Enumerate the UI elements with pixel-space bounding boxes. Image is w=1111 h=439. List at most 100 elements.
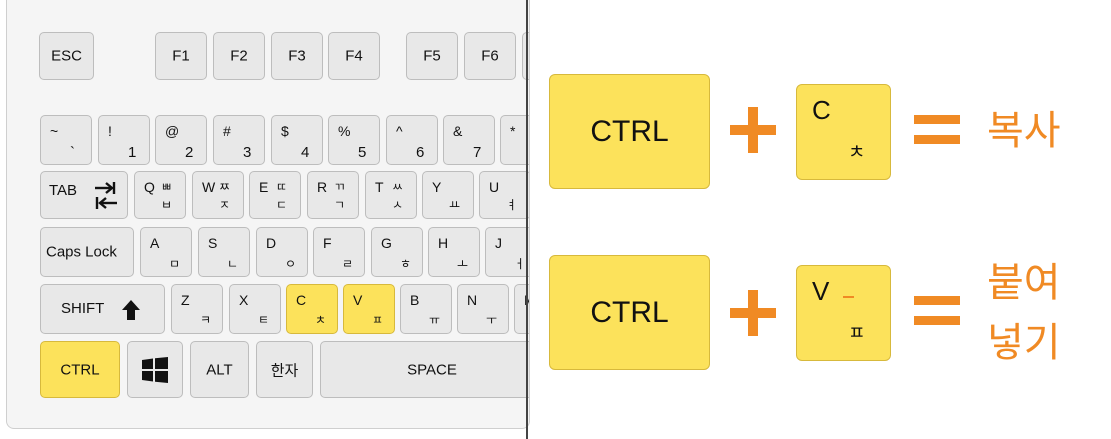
key-hangul: ㅍ — [372, 313, 384, 327]
key-symbol: 6 — [416, 144, 425, 161]
key-latin: V — [353, 292, 363, 308]
shortcut-paste-ctrl-key: CTRL — [549, 255, 710, 370]
key-6: ^6 — [386, 115, 438, 165]
key-label: 한자 — [270, 362, 299, 379]
key-5: %5 — [328, 115, 380, 165]
paste-result-label-line2: 넣기 — [987, 320, 1061, 366]
key-latin: A — [150, 235, 160, 251]
key-shift-symbol: * — [510, 123, 516, 139]
key-latin: S — [208, 235, 218, 251]
key-latin: X — [239, 292, 249, 308]
key-hangul: ㄷ — [276, 198, 288, 212]
key-latin: U — [489, 179, 500, 195]
key-label: F1 — [172, 47, 190, 65]
cursor-mark — [843, 296, 854, 298]
key-hangul-shift: ㄲ — [334, 180, 346, 194]
key-esc: ESC — [39, 32, 94, 80]
key-tilde: ~` — [40, 115, 92, 165]
key-hangul: ㅎ — [400, 257, 412, 271]
key-hangul: ㅂ — [161, 198, 173, 212]
key-2: @2 — [155, 115, 207, 165]
key-latin: Q — [144, 179, 155, 195]
key-hangul-shift: ㅆ — [392, 180, 404, 194]
key-symbol: 7 — [473, 144, 482, 161]
plus-icon — [728, 288, 778, 338]
key-hangul: ㅁ — [169, 257, 181, 271]
equals-icon — [912, 111, 962, 151]
key-hangul: ㅈ — [219, 198, 231, 212]
key-latin: R — [317, 179, 328, 195]
key-symbol: 5 — [358, 144, 367, 161]
key-label: ESC — [51, 47, 82, 65]
key-hangul: ㅛ — [449, 198, 461, 212]
key-symbol: 1 — [128, 144, 137, 161]
equals-icon — [912, 292, 962, 332]
key-caps-lock: Caps Lock — [40, 227, 134, 277]
key-f2: F2 — [213, 32, 265, 80]
tab-arrows-icon — [93, 181, 119, 211]
key-8-partial: * — [500, 115, 529, 165]
shortcut-copy-ctrl-key: CTRL — [549, 74, 710, 189]
key-latin: B — [410, 292, 420, 308]
key-latin: V — [812, 276, 830, 306]
key-hangul: ㅓ — [514, 257, 526, 271]
key-space: SPACE — [320, 341, 529, 398]
key-symbol: 2 — [185, 144, 194, 161]
key-hangul: ㅋ — [200, 313, 212, 327]
key-hangul: ㅅ — [392, 198, 404, 212]
key-label: F4 — [345, 47, 363, 65]
key-label: ALT — [206, 361, 233, 378]
key-4: $4 — [271, 115, 323, 165]
key-hanja: 한자 — [256, 341, 313, 398]
key-symbol: 3 — [243, 144, 252, 161]
key-hangul: ㄴ — [227, 257, 239, 271]
key-hangul: ㅜ — [486, 313, 498, 327]
key-label: F6 — [481, 47, 499, 65]
key-latin: F — [323, 235, 332, 251]
key-hangul: ㅍ — [848, 323, 866, 344]
plus-icon — [728, 105, 778, 155]
key-shift-symbol: % — [338, 123, 351, 139]
key-latin: N — [467, 292, 478, 308]
shift-arrow-icon — [121, 299, 141, 321]
key-latin: Z — [181, 292, 190, 308]
key-ctrl-highlighted: CTRL — [40, 341, 120, 398]
key-shift-symbol: ! — [108, 123, 112, 139]
key-shift-symbol: # — [223, 123, 231, 139]
key-latin: G — [381, 235, 392, 251]
key-hangul: ㅗ — [457, 257, 469, 271]
key-label: Caps Lock — [46, 243, 117, 261]
key-hangul: ㅕ — [506, 198, 518, 212]
key-symbol: 4 — [301, 144, 310, 161]
key-shift-symbol: @ — [165, 123, 180, 139]
key-shift-symbol: & — [453, 123, 463, 139]
windows-logo-icon — [142, 357, 168, 383]
key-hangul-shift: ㅃ — [161, 180, 173, 194]
key-latin: T — [375, 179, 384, 195]
key-shift: SHIFT — [40, 284, 165, 334]
key-label: SPACE — [407, 361, 457, 378]
key-hangul-shift: ㄸ — [276, 180, 288, 194]
key-f1: F1 — [155, 32, 207, 80]
key-latin: C — [296, 292, 307, 308]
key-alt: ALT — [190, 341, 249, 398]
key-label: F3 — [288, 47, 306, 65]
key-hangul: ㅊ — [848, 142, 866, 163]
key-hangul: ㅠ — [429, 313, 441, 327]
key-windows — [127, 341, 183, 398]
key-label: F2 — [230, 47, 248, 65]
key-hangul-shift: ㅉ — [219, 180, 231, 194]
